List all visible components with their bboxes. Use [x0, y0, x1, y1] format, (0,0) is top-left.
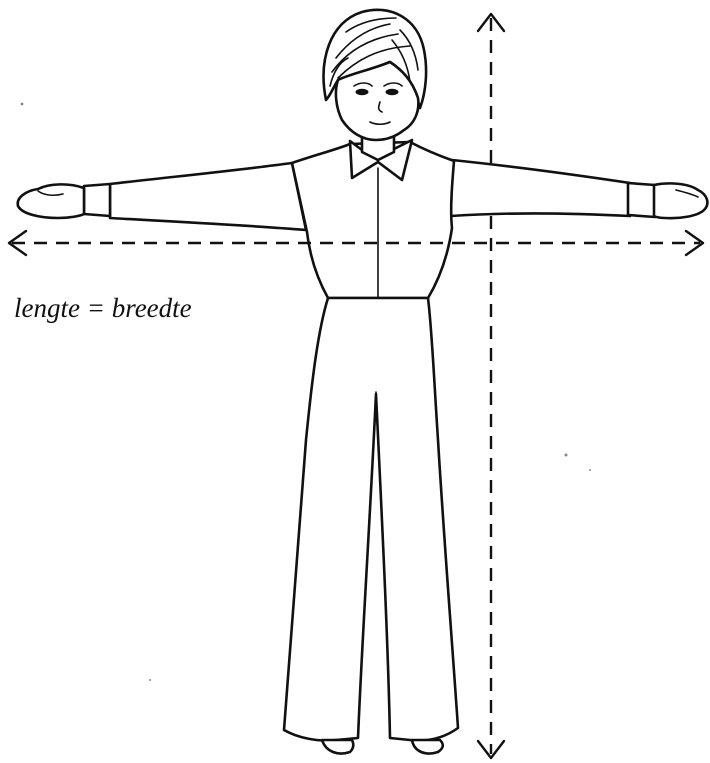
right-hand: [654, 183, 707, 218]
left-eye: [356, 89, 369, 95]
vertical-height-line: [478, 14, 504, 758]
left-hand: [18, 184, 84, 218]
left-shoe: [322, 740, 353, 754]
right-cuff: [628, 183, 655, 217]
right-shoe: [412, 740, 443, 754]
person-figure: [18, 10, 708, 754]
caption-label: lengte = breedte: [14, 293, 192, 323]
right-arm: [451, 160, 707, 218]
blouse: [292, 140, 454, 298]
trousers: [284, 298, 458, 754]
head: [324, 10, 426, 140]
left-arm: [18, 163, 306, 230]
right-eye: [386, 89, 399, 95]
left-cuff: [84, 184, 110, 216]
